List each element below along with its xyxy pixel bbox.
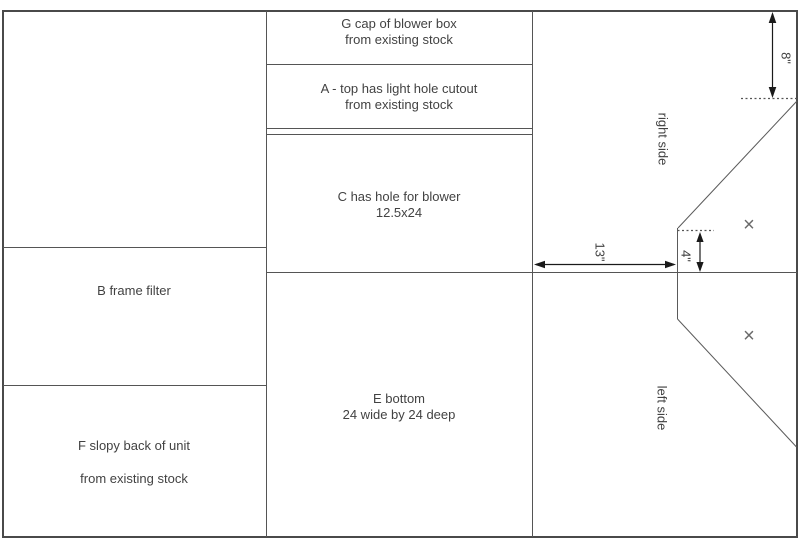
dim-8-arrowhead-bottom [768,87,777,98]
divider-middle-right [532,11,533,537]
label-c-blower: C has hole for blower 12.5x24 [266,189,532,221]
left-side-diagonal-edge [677,318,797,448]
outer-border [2,10,798,538]
dim-13-arrowhead-left [534,260,545,269]
label-b-filter: B frame filter [97,283,171,298]
label-c-blower-line2: 12.5x24 [375,205,423,220]
dim-8-arrowhead-top [768,12,777,23]
label-g-cap: G cap of blower box from existing stock [266,16,532,48]
label-a-top-line1: A - top has light hole cutout [320,81,478,96]
divider-b-top [3,247,266,248]
divider-a-c-lower [266,134,532,135]
divider-c-e-and-sides [266,272,797,273]
label-e-bottom-line2: 24 wide by 24 deep [342,407,456,422]
right-side-diagonal-edge [677,100,798,229]
divider-b-bottom [3,385,266,386]
dim-4-arrowhead-top [696,232,704,242]
label-f-back-line2: from existing stock [80,471,188,486]
label-c-blower-line1: C has hole for blower [337,189,461,204]
label-f-back-line1: F slopy back of unit [78,438,190,453]
label-e-bottom: E bottom 24 wide by 24 deep [266,391,532,423]
label-e-bottom-line1: E bottom [372,391,426,406]
label-a-top-line2: from existing stock [345,97,453,112]
divider-g-a [266,64,532,65]
x-marker-left-side: × [743,325,755,347]
label-g-cap-line2: from existing stock [345,32,453,47]
dim-13-arrowhead-right [665,260,676,269]
divider-left-middle [266,11,267,537]
dim-4-arrowhead-bottom [696,262,704,272]
label-a-top: A - top has light hole cutout from exist… [266,81,532,113]
label-g-cap-line1: G cap of blower box [341,16,457,31]
divider-a-c-upper [266,128,532,129]
x-marker-right-side: × [743,214,755,236]
